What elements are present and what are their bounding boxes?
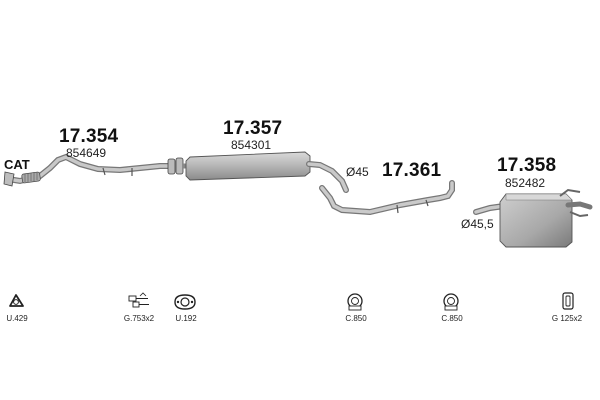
rubber-mount-icon xyxy=(562,292,574,310)
intermediate-pipe-17-361 xyxy=(319,180,455,216)
diameter-label-45: Ø45 xyxy=(346,165,369,179)
ref-number-852482: 852482 xyxy=(505,176,546,190)
middle-silencer-17-357 xyxy=(175,151,349,193)
inlet-label: CAT xyxy=(4,157,30,172)
rear-silencer-17-358 xyxy=(473,188,593,248)
part-number-17-361: 17.361 xyxy=(382,160,442,181)
part-number-17-358: 17.358 xyxy=(497,155,557,176)
ref-number-854649: 854649 xyxy=(66,146,107,160)
accessory-code-g125: G 125x2 xyxy=(551,314,583,323)
triangle-gasket-icon xyxy=(9,294,24,307)
accessory-code-u429: U.429 xyxy=(6,314,28,323)
clamp-icon-1 xyxy=(347,293,363,311)
part-number-17-357: 17.357 xyxy=(223,118,283,139)
bolt-kit-icon xyxy=(128,292,149,308)
accessory-code-c850-1: C.850 xyxy=(345,314,367,323)
part-number-17-354: 17.354 xyxy=(59,126,119,147)
accessory-code-c850-2: C.850 xyxy=(441,314,463,323)
front-pipe-17-354 xyxy=(3,153,176,187)
oval-flange-gasket-icon xyxy=(174,294,196,310)
ref-number-854301: 854301 xyxy=(231,138,272,152)
accessory-code-g753: G.753x2 xyxy=(123,314,155,323)
clamp-icon-2 xyxy=(443,293,459,311)
accessory-code-u192: U.192 xyxy=(175,314,197,323)
diameter-label-45-5: Ø45,5 xyxy=(461,217,494,231)
